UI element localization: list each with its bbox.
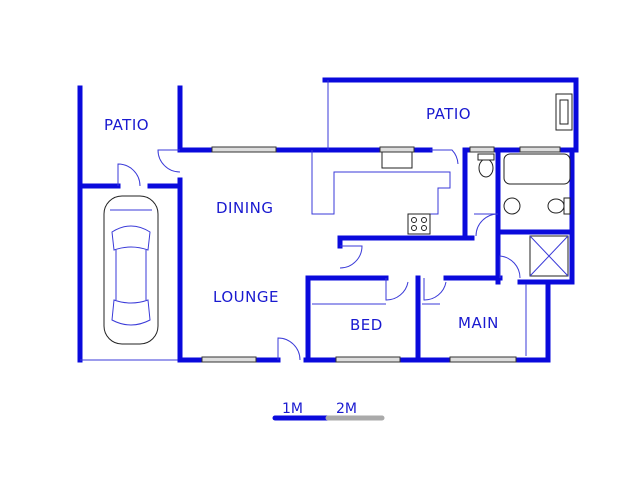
- kitchen-counters: [311, 150, 451, 235]
- bathtub: [503, 153, 571, 185]
- room-label-patio-right: PATIO: [426, 105, 471, 123]
- room-label-dining: DINING: [216, 199, 273, 217]
- room-labels: PATIO PATIO DINING LOUNGE BED MAIN: [104, 105, 499, 334]
- basin: [503, 197, 521, 215]
- room-label-main: MAIN: [458, 314, 499, 332]
- sink: [381, 151, 413, 169]
- room-label-bed: BED: [350, 316, 383, 334]
- scale-bar: 1M 2M: [272, 401, 385, 421]
- windows: [201, 146, 561, 363]
- room-label-lounge: LOUNGE: [213, 288, 279, 306]
- doors: [117, 149, 521, 361]
- bathroom-fixtures: [477, 93, 573, 277]
- scale-label-1m: 1M: [282, 401, 303, 417]
- car-icon: [103, 195, 159, 345]
- interior-walls: [305, 147, 575, 363]
- toilet: [478, 158, 494, 178]
- scale-label-2m: 2M: [336, 401, 357, 417]
- stove: [407, 213, 431, 235]
- garage-walls: [77, 85, 183, 363]
- room-label-patio-left: PATIO: [104, 116, 149, 134]
